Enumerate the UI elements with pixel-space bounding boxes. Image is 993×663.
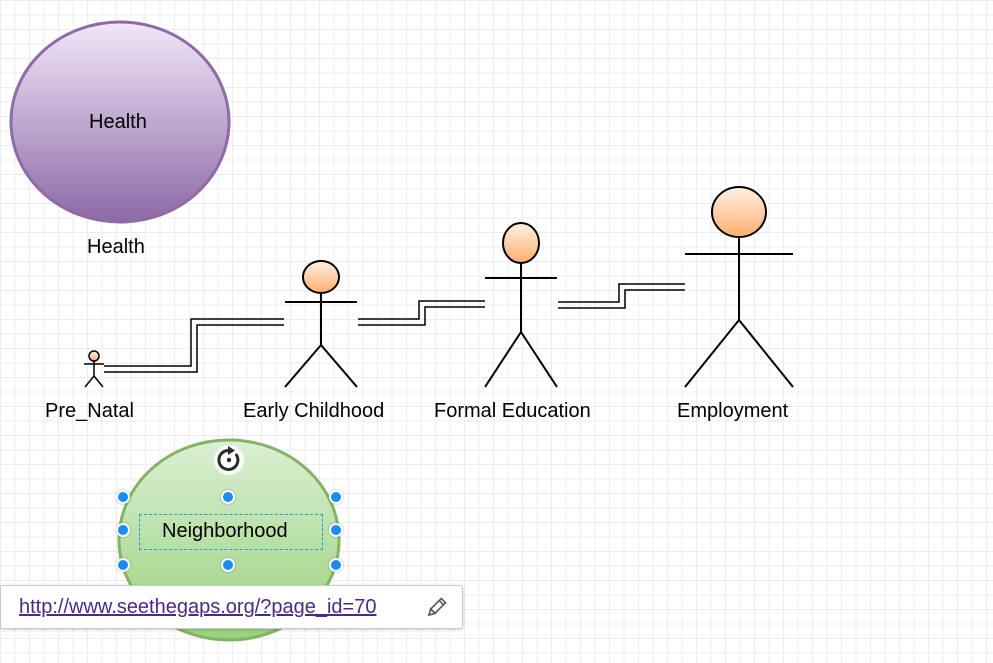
actor-employment[interactable] (684, 186, 794, 388)
neighborhood-text-edit-box[interactable] (139, 514, 323, 550)
resize-handle-top-left[interactable] (116, 490, 130, 504)
actor-formal-education[interactable] (484, 222, 558, 388)
rotate-icon[interactable] (213, 444, 245, 476)
health-circle-text: Health (89, 111, 147, 133)
resize-handle-bottom-left[interactable] (116, 558, 130, 572)
actor-label-employment: Employment (677, 400, 789, 422)
resize-handle-left[interactable] (116, 523, 130, 537)
health-circle[interactable] (9, 20, 231, 224)
resize-handle-right[interactable] (329, 523, 343, 537)
resize-handle-top-right[interactable] (329, 490, 343, 504)
connector-formal-education-employment[interactable] (558, 283, 685, 309)
health-caption: Health (87, 236, 145, 258)
actor-pre-natal[interactable] (84, 350, 104, 388)
link-tooltip: http://www.seethegaps.org/?page_id=70 (0, 585, 463, 629)
resize-handle-bottom[interactable] (221, 558, 235, 572)
actor-label-formal-education: Formal Education (434, 400, 591, 422)
connector-prenatal-early-childhood[interactable] (104, 318, 284, 373)
resize-handle-top[interactable] (221, 490, 235, 504)
actor-early-childhood[interactable] (284, 260, 358, 388)
resize-handle-bottom-right[interactable] (329, 558, 343, 572)
link-url[interactable]: http://www.seethegaps.org/?page_id=70 (19, 596, 377, 618)
connector-early-childhood-formal-education[interactable] (358, 300, 485, 326)
neighborhood-circle-text[interactable]: Neighborhood (162, 520, 288, 542)
actor-label-early-childhood: Early Childhood (243, 400, 385, 422)
actor-label-pre-natal: Pre_Natal (45, 400, 134, 422)
pencil-icon[interactable] (423, 595, 449, 621)
